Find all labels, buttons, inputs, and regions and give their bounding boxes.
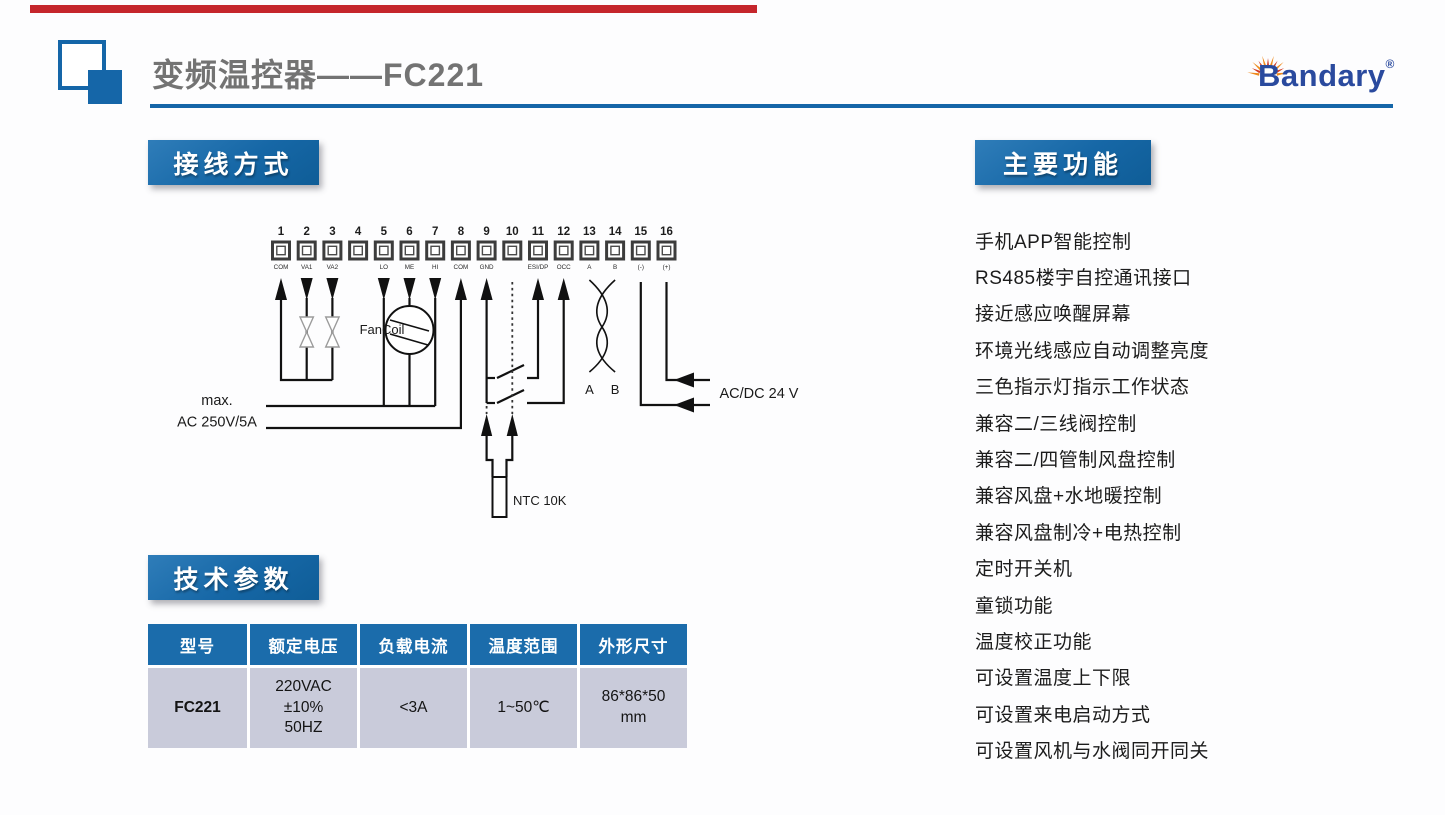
feature-item-9: 兼容风盘制冷+电热控制 [975, 522, 1182, 544]
ntc-label: NTC 10K [513, 493, 567, 508]
terminal-16: 16 (+) [656, 226, 677, 271]
feature-item-3: 接近感应唤醒屏幕 [975, 304, 1132, 326]
terminal-number: 9 [483, 226, 489, 238]
terminal-number: 4 [355, 226, 362, 238]
terminal-label: ME [405, 264, 414, 271]
spec-cell-3: 1~50℃ [470, 668, 577, 748]
title-decoration-square-fill [88, 70, 122, 104]
spec-header-2: 负载电流 [360, 624, 467, 665]
terminal-7: 7HI [425, 226, 446, 271]
terminal-label: HI [432, 264, 439, 271]
terminal-4: 4 [348, 226, 369, 261]
terminal-number: 8 [458, 226, 465, 238]
spec-header-1: 额定电压 [250, 624, 357, 665]
terminal-number: 12 [557, 226, 570, 238]
spec-cell-1: 220VAC ±10% 50HZ [250, 668, 357, 748]
terminal-14: 14B [605, 226, 626, 271]
terminal-number: 13 [583, 226, 596, 238]
terminal-number: 2 [303, 226, 309, 238]
terminal-label: (+) [663, 264, 671, 271]
top-accent-bar [30, 5, 757, 13]
feature-list: 手机APP智能控制 RS485楼宇自控通讯接口接近感应唤醒屏幕环境光线感应自动调整… [975, 222, 1305, 768]
max-load-label-2: AC 250V/5A [177, 415, 257, 431]
fancoil-label: FanCoil [360, 322, 405, 337]
section-badge-features: 主要功能 [975, 140, 1151, 185]
brand-logo: Bandary® [1238, 42, 1408, 104]
terminal-number: 11 [532, 226, 545, 238]
terminal-label: VA2 [327, 264, 339, 271]
terminal-5: 5LO [373, 226, 394, 271]
registered-mark: ® [1385, 57, 1395, 71]
terminal-label: A [587, 264, 592, 271]
terminal-number: 7 [432, 226, 438, 238]
feature-item-15: 可设置风机与水阀同开同关 [975, 741, 1210, 763]
terminal-number: 5 [381, 226, 388, 238]
terminal-label: COM [274, 264, 289, 271]
terminal-label: B [613, 264, 617, 271]
terminal-label: (-) [638, 264, 644, 271]
feature-item-10: 定时开关机 [975, 559, 1073, 581]
feature-item-2: RS485楼宇自控通讯接口 [975, 268, 1192, 290]
bus-b-label: B [611, 382, 620, 397]
sun-icon [1247, 55, 1289, 85]
twisted-pair [588, 279, 616, 373]
terminal-15: 15 (-) [630, 226, 651, 271]
terminal-number: 14 [609, 226, 622, 238]
title-decoration-square-outline [58, 40, 106, 90]
power-label: AC/DC 24 V [720, 386, 799, 402]
terminal-number: 3 [329, 226, 335, 238]
max-load-label-1: max. [201, 393, 232, 409]
feature-item-1: 手机APP智能控制 [975, 231, 1132, 253]
terminal-label: GND [480, 264, 494, 271]
spec-header-0: 型号 [148, 624, 247, 665]
feature-item-11: 童锁功能 [975, 595, 1054, 617]
terminal-label: ESI/DP [528, 264, 549, 271]
feature-item-4: 环境光线感应自动调整亮度 [975, 340, 1210, 362]
spec-cell-4: 86*86*50 mm [580, 668, 687, 748]
terminal-number: 1 [278, 226, 285, 238]
terminal-label: LO [380, 264, 389, 271]
terminal-number: 16 [660, 226, 673, 238]
fancoil-symbol [384, 305, 435, 355]
brand-name: Bandary® [1258, 57, 1395, 93]
terminal-number: 6 [406, 226, 412, 238]
feature-item-5: 三色指示灯指示工作状态 [975, 377, 1190, 399]
feature-item-12: 温度校正功能 [975, 631, 1093, 653]
terminal-10: 10 [502, 226, 523, 261]
spec-cell-2: <3A [360, 668, 467, 748]
spec-header-3: 温度范围 [470, 624, 577, 665]
feature-item-13: 可设置温度上下限 [975, 668, 1132, 690]
feature-item-6: 兼容二/三线阀控制 [975, 413, 1137, 435]
section-badge-wiring: 接线方式 [148, 140, 319, 185]
valve-symbol [298, 316, 315, 348]
feature-item-14: 可设置来电启动方式 [975, 704, 1151, 726]
section-badge-specs: 技术参数 [148, 555, 319, 600]
ntc-sensor [491, 476, 508, 518]
terminal-label: OCC [557, 264, 571, 271]
terminal-label: COM [454, 264, 469, 271]
feature-item-8: 兼容风盘+水地暖控制 [975, 486, 1163, 508]
valve-symbol [324, 316, 341, 348]
terminal-number: 15 [634, 226, 647, 238]
terminal-13: 13A [579, 226, 600, 271]
page-title: 变频温控器——FC221 [152, 57, 485, 93]
feature-item-7: 兼容二/四管制风盘控制 [975, 450, 1176, 472]
bus-a-label: A [585, 382, 594, 397]
terminal-label: VA1 [301, 264, 313, 271]
terminal-6: 6ME [399, 226, 420, 271]
spec-cell-0: FC221 [148, 668, 247, 748]
title-underline [150, 104, 1393, 108]
spec-header-4: 外形尺寸 [580, 624, 687, 665]
terminal-number: 10 [506, 226, 519, 238]
